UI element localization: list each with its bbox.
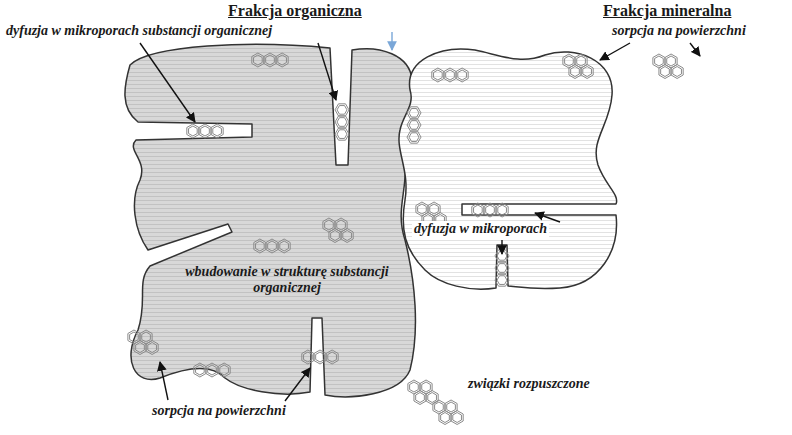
mechanism-label: związki rozpuszczone: [468, 376, 590, 392]
particle-outline: [395, 0, 787, 300]
mechanism-label: sorpcja na powierzchni: [612, 23, 746, 39]
mechanism-label: dyfuzja w mikroporach: [412, 221, 549, 237]
process-label: wbudowanie w strukturę substancji organi…: [182, 264, 392, 296]
particle-shape: [125, 44, 416, 396]
particle-shape: [399, 49, 617, 289]
mechanism-label: dyfuzja w mikroporach substancji organic…: [6, 23, 272, 39]
fraction-heading: Frakcja mineralna: [603, 2, 731, 20]
particle-outline: [112, 0, 428, 402]
fraction-heading: Frakcja organiczna: [228, 2, 362, 20]
mineral-fraction: Frakcja mineralna: [395, 0, 787, 300]
mechanism-label: sorpcja na powierzchni: [152, 403, 286, 419]
organic-fraction: Frakcja organiczna wbudowanie w strukturę…: [112, 0, 428, 402]
